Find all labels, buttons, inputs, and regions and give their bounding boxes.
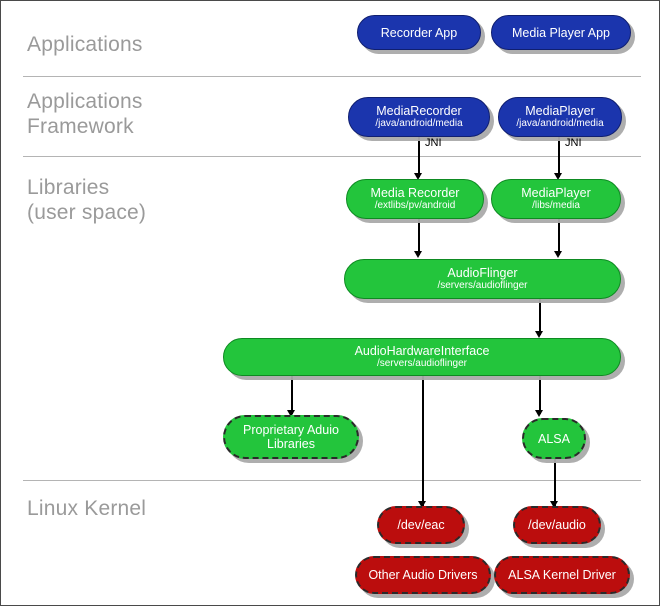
node-mediaplayer-lib-title: MediaPlayer (521, 186, 591, 200)
node-mediarecorder-framework-title: MediaRecorder (376, 104, 462, 118)
node-proprietary-audio-libraries-subtitle: Libraries (267, 437, 315, 451)
node-dev-eac[interactable]: /dev/eac (377, 506, 465, 544)
connector-ahi-dev-eac-line (422, 376, 424, 507)
node-mediaplayer-lib[interactable]: MediaPlayer /libs/media (491, 179, 621, 219)
edge-label-jni-mediarecorder: JNI (425, 137, 442, 149)
connector-mediarecorderlib-audioflinger-arrow (414, 251, 422, 258)
connector-mediaplayerlib-audioflinger-arrow (554, 251, 562, 258)
node-mediaplayer-framework-title: MediaPlayer (525, 104, 595, 118)
connector-ahi-proprietary-line (291, 376, 293, 414)
node-alsa-title: ALSA (538, 431, 570, 446)
layer-label-applications: Applications (27, 33, 143, 56)
divider-applications-framework (23, 156, 641, 157)
node-media-recorder-lib-subtitle: /extlibs/pv/android (374, 200, 456, 211)
node-alsa[interactable]: ALSA (522, 418, 586, 459)
layer-label-libraries: Libraries (user space) (27, 176, 147, 224)
connector-ahi-alsa-line (539, 376, 541, 414)
node-dev-audio[interactable]: /dev/audio (513, 506, 601, 544)
node-alsa-kernel-driver[interactable]: ALSA Kernel Driver (494, 556, 630, 594)
node-audiohardwareinterface-subtitle: /servers/audioflinger (376, 358, 468, 369)
connector-alsa-dev-audio-arrow (550, 501, 558, 508)
node-recorder-app-title: Recorder App (380, 25, 458, 40)
node-mediarecorder-framework[interactable]: MediaRecorder /java/android/media (348, 97, 490, 137)
edge-label-jni-mediaplayer: JNI (565, 137, 582, 149)
node-other-audio-drivers[interactable]: Other Audio Drivers (355, 556, 491, 594)
connector-audioflinger-ahi-line (539, 299, 541, 335)
node-alsa-kernel-driver-title: ALSA Kernel Driver (508, 568, 616, 582)
connector-mediarecorder-jni-line (418, 137, 420, 177)
node-audioflinger[interactable]: AudioFlinger /servers/audioflinger (344, 259, 621, 299)
node-audiohardwareinterface[interactable]: AudioHardwareInterface /servers/audiofli… (223, 338, 621, 376)
node-media-recorder-lib[interactable]: Media Recorder /extlibs/pv/android (346, 179, 484, 219)
connector-mediarecorderlib-audioflinger-line (418, 219, 420, 255)
layer-label-applications-framework: Applications Framework (27, 90, 143, 138)
connector-mediaplayer-jni-arrow (554, 173, 562, 180)
connector-mediarecorder-jni-arrow (414, 173, 422, 180)
node-other-audio-drivers-title: Other Audio Drivers (368, 568, 478, 582)
node-dev-audio-title: /dev/audio (528, 518, 586, 532)
node-audioflinger-subtitle: /servers/audioflinger (437, 280, 528, 291)
node-mediaplayer-framework-subtitle: /java/android/media (516, 118, 604, 129)
divider-libraries (23, 480, 641, 481)
connector-audioflinger-ahi-arrow (535, 331, 543, 338)
connector-ahi-dev-eac-arrow (418, 501, 426, 508)
node-media-recorder-lib-title: Media Recorder (370, 186, 460, 200)
node-mediaplayer-framework[interactable]: MediaPlayer /java/android/media (498, 97, 622, 137)
node-audioflinger-title: AudioFlinger (447, 266, 518, 280)
connector-alsa-dev-audio-line (554, 459, 556, 507)
node-mediaplayer-lib-subtitle: /libs/media (532, 200, 580, 211)
connector-mediaplayer-jni-line (558, 137, 560, 177)
layer-label-linux-kernel: Linux Kernel (27, 497, 147, 520)
node-media-player-app[interactable]: Media Player App (491, 15, 631, 50)
connector-mediaplayerlib-audioflinger-line (558, 219, 560, 255)
node-proprietary-audio-libraries-title: Proprietary Aduio (243, 423, 339, 437)
node-recorder-app[interactable]: Recorder App (357, 15, 481, 50)
node-media-player-app-title: Media Player App (512, 25, 610, 40)
node-audiohardwareinterface-title: AudioHardwareInterface (354, 344, 490, 358)
node-dev-eac-title: /dev/eac (397, 518, 445, 532)
connector-ahi-alsa-arrow (535, 410, 543, 417)
divider-applications (23, 76, 641, 77)
node-proprietary-audio-libraries[interactable]: Proprietary Aduio Libraries (223, 415, 359, 459)
node-mediarecorder-framework-subtitle: /java/android/media (375, 118, 463, 129)
connector-ahi-proprietary-arrow (287, 410, 295, 417)
